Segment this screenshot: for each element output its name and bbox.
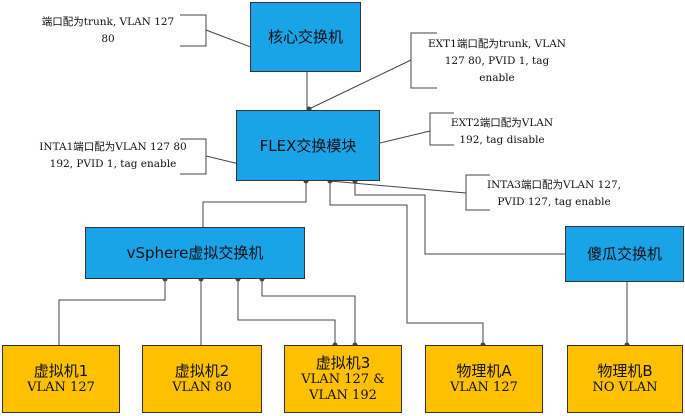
flex-module-node: FLEX交换模块 [236,110,380,181]
vm3-node: 虚拟机3 VLAN 127 & VLAN 192 [284,345,402,413]
vm2-vlan: VLAN 80 [172,380,232,395]
note-inta3: INTA3端口配为VLAN 127, PVID 127, tag enable [486,179,622,208]
note-ext2: EXT2端口配为VLAN 192, tag disable [450,117,554,146]
link-flex-pmA [329,181,484,345]
physical-a-vlan: VLAN 127 [450,380,518,395]
vsphere-switch-node: vSphere虚拟交换机 [85,227,305,279]
link-flex-dumb [354,181,565,255]
vm3-vlan: VLAN 127 & VLAN 192 [301,372,385,403]
callout-ext1-pointer [308,59,412,110]
physical-b-label: 物理机B [597,362,653,380]
core-switch-label: 核心交换机 [267,28,343,46]
link-flex-vsphere [202,181,307,227]
dumb-switch-label: 傻瓜交换机 [586,245,662,263]
link-vsphere-vm3-b [261,279,356,345]
physical-a-label: 物理机A [456,362,512,380]
vm1-node: 虚拟机1 VLAN 127 [2,345,120,413]
note-inta1: INTA1端口配为VLAN 127 80 192, PVID 1, tag en… [39,141,187,170]
vsphere-switch-label: vSphere虚拟交换机 [126,244,264,262]
callout-ext2 [429,112,454,146]
note-core-port: 端口配为trunk, VLAN 127 80 [41,16,175,45]
note-ext1: EXT1端口配为trunk, VLAN 127 80, PVID 1, tag … [428,38,566,84]
link-vsphere-vm3-a [237,279,336,345]
callout-ext2-pointer [379,130,431,144]
vm2-node: 虚拟机2 VLAN 80 [142,345,262,413]
vm2-label: 虚拟机2 [174,362,230,380]
physical-a-node: 物理机A VLAN 127 [425,345,543,413]
core-switch-node: 核心交换机 [250,2,361,72]
flex-module-label: FLEX交换模块 [259,136,357,155]
dumb-switch-node: 傻瓜交换机 [565,226,684,282]
vm1-vlan: VLAN 127 [27,380,95,395]
physical-b-vlan: NO VLAN [592,380,658,395]
vm1-label: 虚拟机1 [33,362,89,380]
vm3-label: 虚拟机3 [315,354,371,372]
physical-b-node: 物理机B NO VLAN [567,345,683,413]
callout-inta3-pointer [329,180,467,194]
link-vsphere-vm1 [58,279,166,345]
